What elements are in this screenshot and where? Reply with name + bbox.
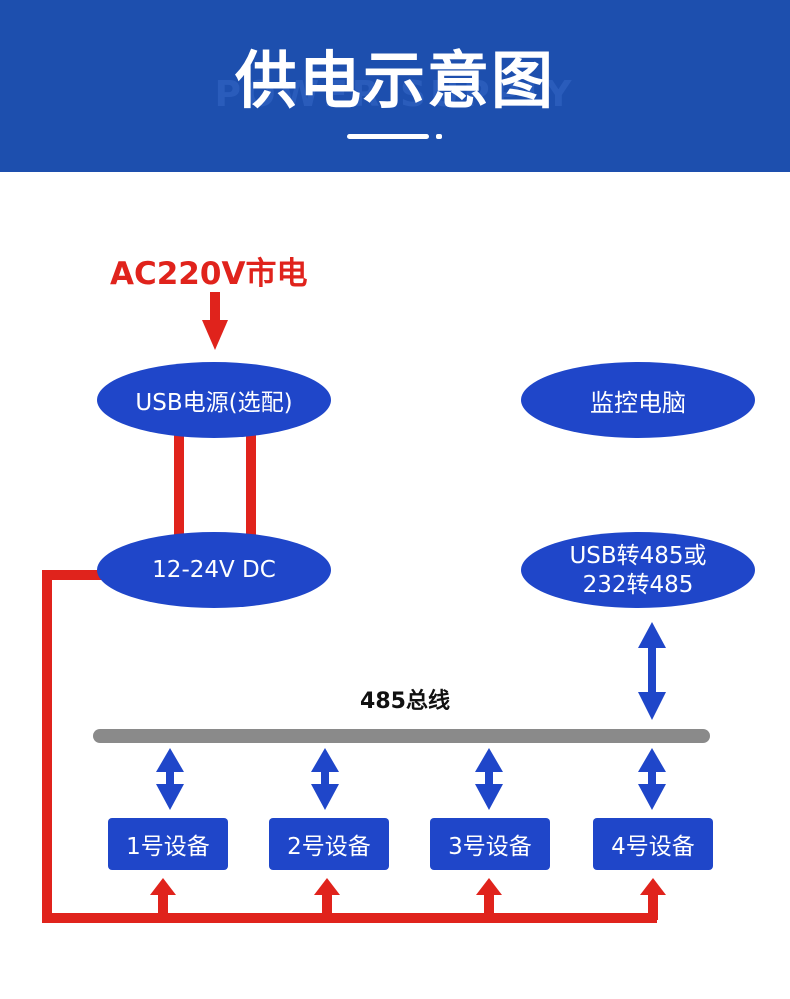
device-box-2 [269, 818, 389, 870]
ac-power-label: AC220V市电 [110, 256, 308, 292]
header-underline [347, 134, 429, 139]
dc-label: 12-24V DC [152, 557, 276, 583]
usb-power-node [97, 362, 331, 438]
power-wire-left [174, 432, 184, 536]
power-wire-right [246, 432, 256, 536]
device-box-1 [108, 818, 228, 870]
header-underline-dot [436, 134, 442, 139]
device-label-3: 3号设备 [448, 834, 532, 860]
rs485-bus [93, 729, 710, 743]
page-title: 供电示意图 [234, 44, 555, 117]
device-label-1: 1号设备 [126, 834, 210, 860]
usb-power-label: USB电源(选配) [135, 390, 293, 416]
device-box-3 [430, 818, 550, 870]
converter-label-line1: USB转485或 [569, 543, 707, 569]
device-bus-arrows [156, 748, 666, 810]
header-banner: POWER SUPPLY 供电示意图 [0, 0, 790, 172]
dc-node [97, 532, 331, 608]
monitor-pc-label: 监控电脑 [590, 388, 686, 417]
device-label-2: 2号设备 [287, 834, 371, 860]
converter-label: USB转485或 232转485 [521, 540, 755, 602]
header-watermark: POWER SUPPLY [214, 74, 576, 115]
converter-node [521, 532, 755, 608]
device-label-4: 4号设备 [611, 834, 695, 860]
bus-label: 485总线 [360, 689, 450, 714]
power-supply-loop [42, 570, 666, 923]
converter-bus-arrow [638, 622, 666, 720]
device-box-4 [593, 818, 713, 870]
ac-arrow [202, 292, 228, 350]
monitor-pc-node [521, 362, 755, 438]
converter-label-line2: 232转485 [582, 572, 694, 598]
